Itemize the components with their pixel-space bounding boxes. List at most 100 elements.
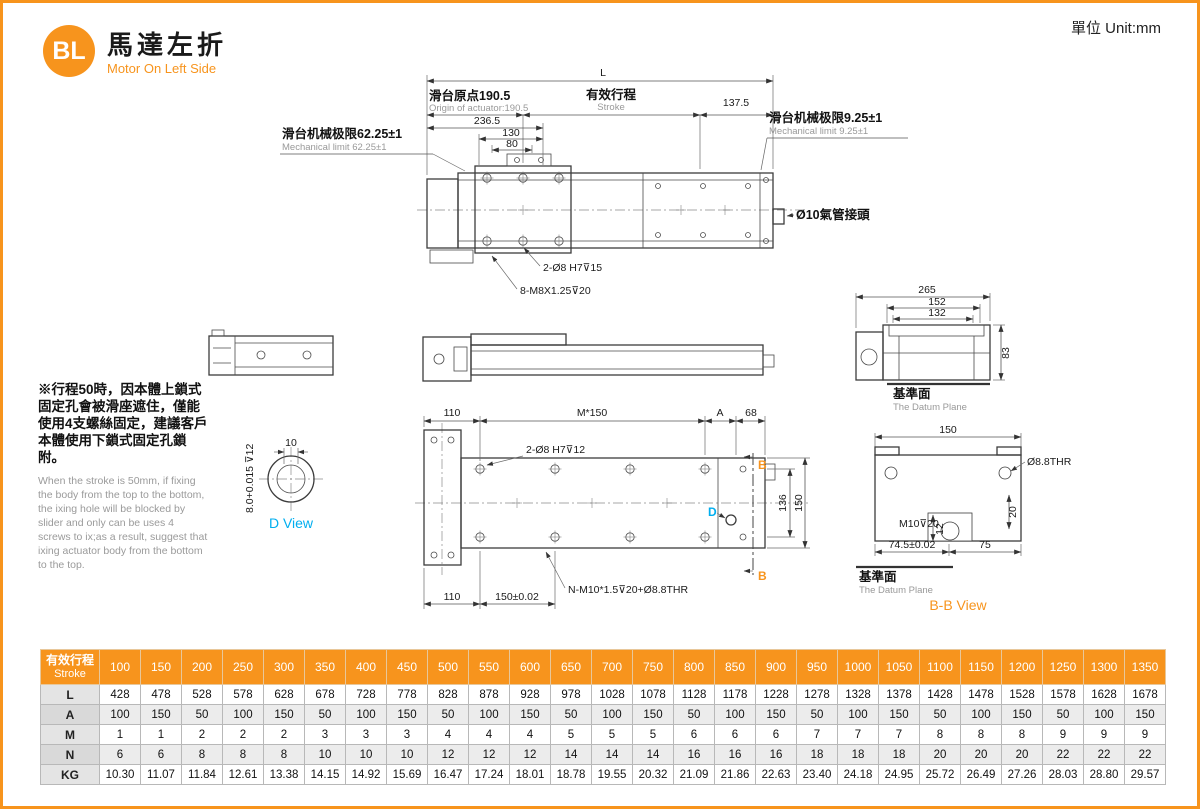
table-cell: 9 xyxy=(1124,724,1166,745)
dim-68-label: 68 xyxy=(745,407,757,419)
table-cell: 28.80 xyxy=(1083,764,1125,785)
table-cell: 1628 xyxy=(1083,684,1125,705)
table-cell: 8 xyxy=(1001,724,1043,745)
table-cell: 10 xyxy=(304,744,346,765)
table-cell: 9 xyxy=(1042,724,1084,745)
detail-label-d: D xyxy=(708,505,717,519)
table-cell: 24.95 xyxy=(878,764,920,785)
brand-logo-text: BL xyxy=(52,36,86,65)
dim-83-label: 83 xyxy=(1000,347,1012,359)
table-cell: 150 xyxy=(1124,704,1166,725)
table-cell: 1478 xyxy=(960,684,1002,705)
table-cell: 21.09 xyxy=(673,764,715,785)
stroke-column-header: 600 xyxy=(509,649,551,685)
table-cell: 7 xyxy=(796,724,838,745)
table-cell: 1128 xyxy=(673,684,715,705)
table-cell: 1178 xyxy=(714,684,756,705)
note-text-zh: ※行程50時，因本體上鎖式固定孔會被滑座遮住，僅能使用4支螺絲固定，建議客戶本體… xyxy=(38,382,208,465)
bb-view-title: B-B View xyxy=(929,597,987,613)
stroke-column-header: 300 xyxy=(263,649,305,685)
dim-236-5-label: 236.5 xyxy=(474,115,500,127)
table-cell: 13.38 xyxy=(263,764,305,785)
dim-130-label: 130 xyxy=(502,127,520,139)
stroke-column-header: 450 xyxy=(386,649,428,685)
bb-datum-label-zh: 基準面 xyxy=(858,569,897,584)
table-cell: 100 xyxy=(837,704,879,725)
stroke-note: ※行程50時，因本體上鎖式固定孔會被滑座遮住，僅能使用4支螺絲固定，建議客戶本體… xyxy=(38,381,208,572)
table-cell: 22.63 xyxy=(755,764,797,785)
stroke-column-header: 150 xyxy=(140,649,182,685)
table-cell: 50 xyxy=(673,704,715,725)
stroke-column-header: 900 xyxy=(755,649,797,685)
table-cell: 1428 xyxy=(919,684,961,705)
table-cell: 16 xyxy=(755,744,797,765)
table-cell: 1528 xyxy=(1001,684,1043,705)
table-cell: 50 xyxy=(427,704,469,725)
table-cell: 19.55 xyxy=(591,764,633,785)
d-view: 10 8.0+0.015 ⊽12 D View xyxy=(244,437,323,531)
table-cell: 6 xyxy=(140,744,182,765)
dim-137-5-label: 137.5 xyxy=(723,97,749,109)
dim-m150-label: M*150 xyxy=(577,407,608,419)
stroke-column-header: 950 xyxy=(796,649,838,685)
end-view: 265 152 132 83 基準面 The Datum Plane xyxy=(855,284,1012,413)
table-cell: 100 xyxy=(99,704,141,725)
stroke-column-header: 200 xyxy=(181,649,223,685)
dim-a-label: A xyxy=(716,407,723,419)
table-cell: 20.32 xyxy=(632,764,674,785)
table-cell: 22 xyxy=(1083,744,1125,765)
stroke-header-zh: 有效行程 xyxy=(45,653,94,667)
limit-right-label-zh: 滑台机械极限9.25±1 xyxy=(769,110,882,125)
table-cell: 20 xyxy=(1001,744,1043,765)
dim-12-label: 12 xyxy=(934,523,946,535)
table-cell: 6 xyxy=(673,724,715,745)
stroke-column-header: 1200 xyxy=(1001,649,1043,685)
row-label: N xyxy=(40,744,100,765)
table-cell: 4 xyxy=(509,724,551,745)
side-view-main xyxy=(422,333,775,382)
table-cell: 100 xyxy=(345,704,387,725)
table-cell: 8 xyxy=(181,744,223,765)
table-cell: 6 xyxy=(755,724,797,745)
table-cell: 16 xyxy=(673,744,715,765)
stroke-header-label: 有效行程 Stroke xyxy=(40,649,100,685)
table-cell: 4 xyxy=(427,724,469,745)
table-cell: 428 xyxy=(99,684,141,705)
table-cell: 12.61 xyxy=(222,764,264,785)
table-cell: 11.84 xyxy=(181,764,223,785)
table-cell: 18 xyxy=(796,744,838,765)
table-cell: 478 xyxy=(140,684,182,705)
table-cell: 14.92 xyxy=(345,764,387,785)
table-cell: 5 xyxy=(632,724,674,745)
table-cell: 150 xyxy=(509,704,551,725)
row-label: A xyxy=(40,704,100,725)
n-holes-callout: N-M10*1.5⊽20+Ø8.8THR xyxy=(568,584,688,596)
table-cell: 22 xyxy=(1042,744,1084,765)
table-cell: 50 xyxy=(796,704,838,725)
technical-drawing: L 滑台原点190.5 Origin of actuator:190.5 有效行… xyxy=(208,67,1072,613)
table-cell: 21.86 xyxy=(714,764,756,785)
dim-150-label: 150 xyxy=(793,494,805,512)
page-subtitle: Motor On Left Side xyxy=(107,61,217,76)
bb-datum-label-en: The Datum Plane xyxy=(859,585,933,596)
stroke-column-header: 650 xyxy=(550,649,592,685)
datum-label-en: The Datum Plane xyxy=(893,402,967,413)
stroke-column-header: 1100 xyxy=(919,649,961,685)
table-cell: 8 xyxy=(222,744,264,765)
stroke-label-zh: 有效行程 xyxy=(586,87,637,102)
table-cell: 12 xyxy=(427,744,469,765)
section-label-b-top: B xyxy=(758,458,767,472)
dim-110-top-label: 110 xyxy=(444,407,461,419)
limit-right-label-en: Mechanical limit 9.25±1 xyxy=(769,126,868,137)
table-cell: 11.07 xyxy=(140,764,182,785)
table-cell: 150 xyxy=(1001,704,1043,725)
holes-callout-2: 8-M8X1.25⊽20 xyxy=(520,285,591,297)
table-cell: 14 xyxy=(632,744,674,765)
table-cell: 50 xyxy=(181,704,223,725)
brand-logo: BL xyxy=(43,25,95,77)
